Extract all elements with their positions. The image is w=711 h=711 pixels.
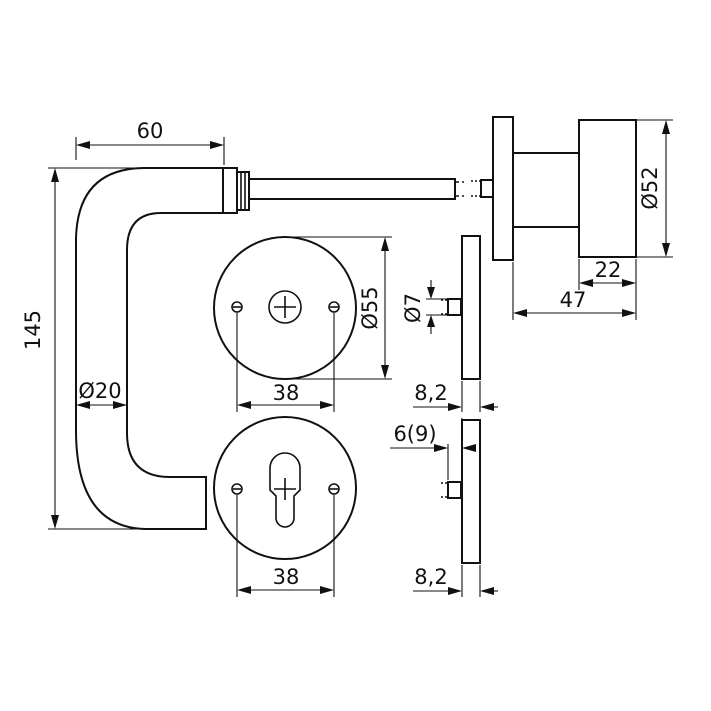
label-handle-height: 145 — [21, 310, 45, 350]
dimension-pin-length: 6(9) — [390, 418, 476, 452]
dimension-pin-diameter: Ø7 — [401, 280, 447, 334]
label-knob-diameter: Ø52 — [638, 166, 662, 209]
label-handle-projection: 60 — [137, 119, 164, 143]
label-pin-length: 6(9) — [393, 422, 436, 446]
label-knob-projection: 47 — [560, 288, 587, 312]
label-pin-diameter: Ø7 — [401, 293, 425, 323]
dimension-knob-projection: 47 — [512, 262, 636, 320]
label-handle-diameter: Ø20 — [78, 379, 121, 403]
dimension-handle-height: 145 — [21, 167, 150, 530]
label-knob-length: 22 — [595, 258, 622, 282]
dimension-knob-length: 22 — [578, 258, 637, 320]
dimension-screw-spacing-bottom: 38 — [236, 495, 335, 597]
dimension-handle-projection: 60 — [75, 119, 225, 165]
rose-top — [213, 236, 357, 380]
dimension-rose-thickness-top: 8,2 — [413, 381, 498, 412]
dimension-screw-spacing-top: 38 — [236, 313, 335, 412]
dimension-knob-diameter: Ø52 — [636, 119, 673, 258]
rose-side-profile-top — [441, 235, 481, 380]
label-rose-thickness-bottom: 8,2 — [414, 565, 447, 589]
label-rose-diameter: Ø55 — [358, 286, 382, 329]
label-rose-thickness-top: 8,2 — [414, 381, 447, 405]
rose-bottom — [213, 416, 357, 560]
dimension-rose-diameter: Ø55 — [285, 236, 392, 380]
dimension-handle-diameter: Ø20 — [76, 379, 127, 409]
label-screw-spacing-bottom: 38 — [273, 565, 300, 589]
label-screw-spacing-top: 38 — [273, 381, 300, 405]
rose-side-profile-bottom — [441, 419, 481, 564]
dimension-rose-thickness-bottom: 8,2 — [413, 565, 498, 597]
door-knob — [471, 116, 637, 261]
